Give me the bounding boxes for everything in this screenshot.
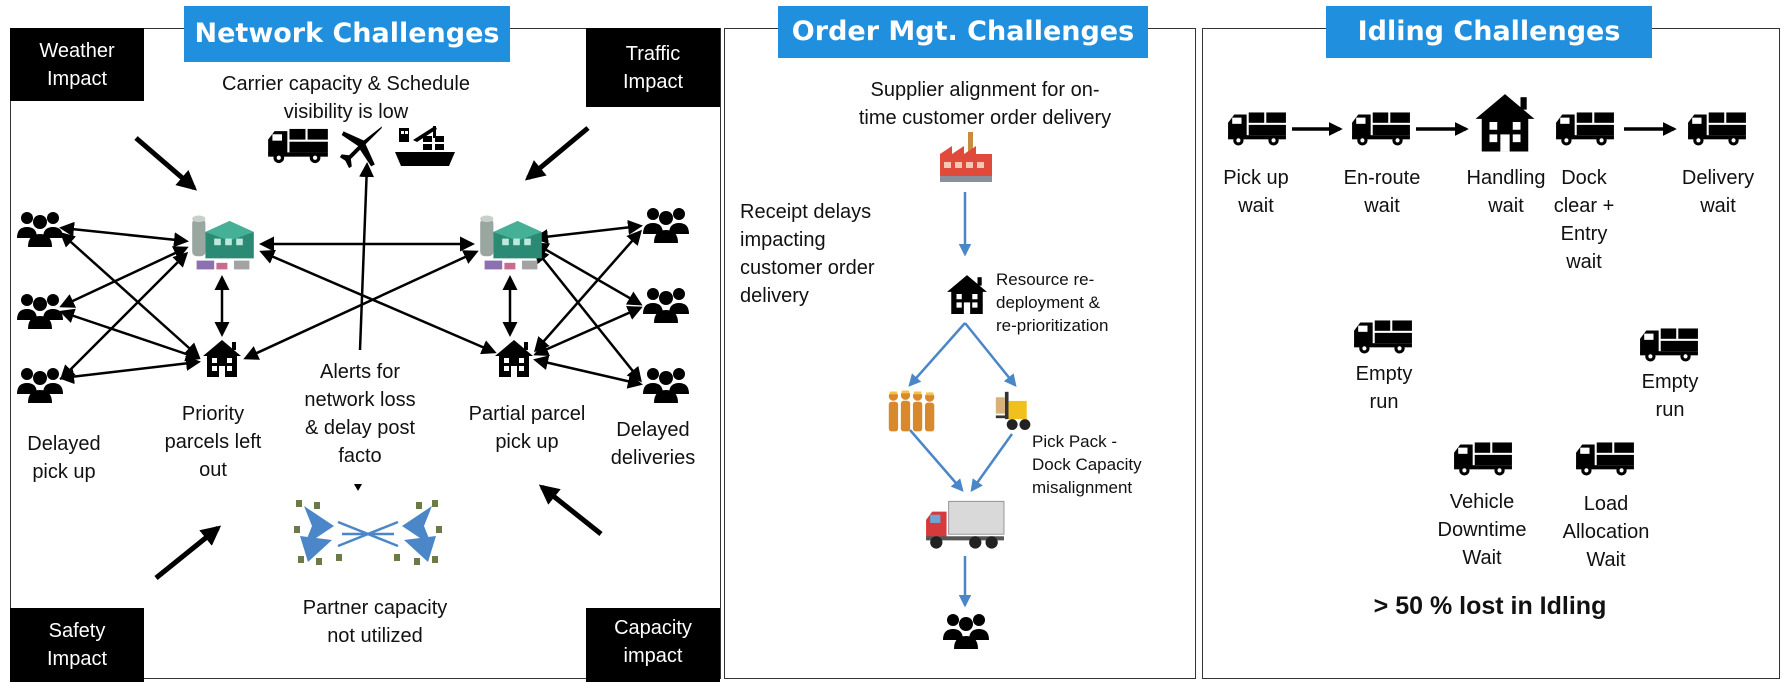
safety-impact-box: Safety Impact	[10, 608, 144, 682]
truck-icon	[1574, 440, 1636, 478]
ship-icon	[392, 124, 458, 168]
house-icon	[946, 268, 988, 320]
people-icon	[942, 610, 990, 650]
partner-network-icon	[294, 500, 442, 565]
people-icon	[16, 208, 64, 248]
warehouse-icon	[478, 210, 544, 276]
network-header: Network Challenges	[184, 6, 510, 62]
people-icon	[16, 364, 64, 404]
people-icon	[642, 204, 690, 244]
airplane-icon	[338, 124, 384, 170]
warehouse-icon	[190, 210, 256, 276]
forklift-icon	[994, 388, 1034, 432]
partner-capacity-label: Partner capacity not utilized	[302, 597, 448, 647]
handling-wait-label: Handling wait	[1466, 167, 1546, 217]
capacity-impact-box: Capacity impact	[586, 608, 720, 682]
factory-icon	[938, 128, 994, 188]
weather-impact-box: Weather Impact	[10, 28, 144, 101]
truck-icon	[1554, 110, 1616, 148]
people-icon	[642, 364, 690, 404]
house-icon	[202, 338, 242, 378]
delayed-deliveries-label: Delayed deliveries	[610, 419, 696, 469]
vehicle-downtime-label: Vehicle Downtime Wait	[1437, 491, 1527, 569]
receipt-delays-text: Receipt delays impacting customer order …	[740, 201, 875, 307]
traffic-impact-box: Traffic Impact	[586, 28, 720, 107]
partial-parcel-label: Partial parcel pick up	[468, 403, 586, 453]
people-icon	[16, 290, 64, 330]
pickup-wait-label: Pick up wait	[1223, 167, 1289, 217]
priority-parcels-label: Priority parcels left out	[164, 403, 262, 481]
house-icon	[1474, 90, 1536, 154]
empty-run-label-2: Empty run	[1641, 371, 1699, 421]
truck-icon	[266, 126, 330, 166]
load-allocation-label: Load Allocation Wait	[1562, 493, 1650, 571]
people-icon	[642, 284, 690, 324]
house-icon	[494, 338, 534, 378]
dock-clear-wait-label: Dock clear + Entry wait	[1553, 167, 1615, 273]
enroute-wait-label: En-route wait	[1343, 167, 1421, 217]
truck-icon	[1226, 110, 1288, 148]
resource-redeployment-text: Resource re- deployment & re-prioritizat…	[996, 270, 1109, 335]
truck-icon	[1638, 326, 1700, 364]
pick-pack-text: Pick Pack - Dock Capacity misalignment	[1032, 432, 1142, 497]
truck-icon	[1350, 110, 1412, 148]
empty-run-label-1: Empty run	[1355, 363, 1413, 413]
alerts-label: Alerts for network loss & delay post fac…	[304, 361, 416, 467]
workers-icon	[886, 388, 938, 434]
idling-header: Idling Challenges	[1326, 6, 1652, 58]
order-panel	[724, 28, 1196, 679]
delayed-pickup-label: Delayed pick up	[27, 433, 101, 483]
order-header: Order Mgt. Challenges	[778, 6, 1148, 58]
truck-icon	[1686, 110, 1748, 148]
idling-summary-text: > 50 % lost in Idling	[1373, 592, 1607, 620]
truck-icon	[1352, 318, 1414, 356]
delivery-wait-label: Delivery wait	[1681, 167, 1755, 217]
carrier-capacity-text: Carrier capacity & Schedule visibility i…	[222, 73, 470, 123]
delivery-truck-icon	[924, 496, 1006, 554]
supplier-alignment-text: Supplier alignment for on- time customer…	[858, 79, 1112, 129]
truck-icon	[1452, 440, 1514, 478]
